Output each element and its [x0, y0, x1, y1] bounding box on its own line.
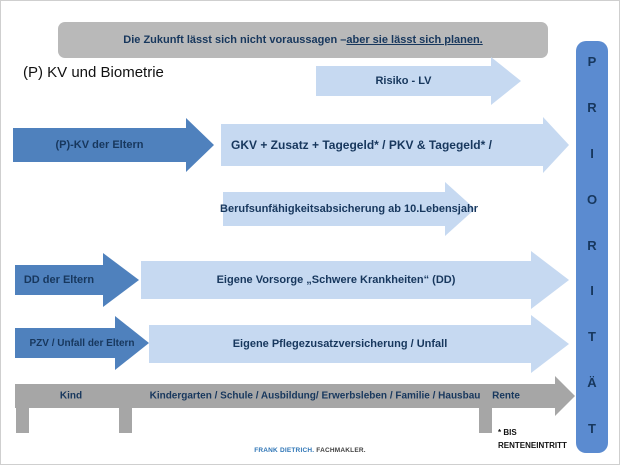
arrow-label: (P)-KV der Eltern [55, 139, 144, 151]
timeline-label-kind: Kind [59, 390, 83, 402]
arrow-risiko-lv: Risiko - LV [316, 57, 521, 105]
arrow-label: GKV + Zusatz + Tagegeld* / PKV & Tagegel… [231, 138, 492, 152]
arrow-dd-der-eltern: DD der Eltern [15, 253, 139, 307]
timeline-leg [119, 405, 132, 433]
priority-letter: I [590, 145, 594, 161]
priority-letter: R [587, 99, 597, 115]
arrow-pflegezusatz: Eigene Pflegezusatzversicherung / Unfall [149, 315, 569, 373]
arrow-right-icon [103, 253, 139, 307]
quote-text: Die Zukunft lässt sich nicht voraussagen… [123, 34, 347, 46]
timeline-leg [16, 405, 29, 433]
arrow-label: DD der Eltern [23, 274, 95, 286]
arrow-label: Eigene Vorsorge „Schwere Krankheiten“ (D… [216, 274, 456, 286]
arrow-right-icon [531, 251, 569, 309]
arrow-body [149, 325, 531, 363]
arrow-body [15, 265, 103, 295]
arrow-body [141, 261, 531, 299]
arrow-body [316, 66, 491, 96]
priority-letter: T [588, 329, 596, 345]
arrow-label: PZV / Unfall der Eltern [29, 337, 135, 349]
timeline-bar [15, 384, 555, 408]
arrow-body [223, 192, 445, 226]
priority-letter: O [586, 191, 598, 207]
arrow-label: Eigene Pflegezusatzversicherung / Unfall [232, 338, 448, 350]
footer-brand: FRANK DIETRICH. FACHMAKLER. [1, 447, 619, 454]
quote-banner: Die Zukunft lässt sich nicht voraussagen… [58, 22, 548, 58]
arrow-body [15, 328, 115, 358]
timeline-label-rente: Rente [492, 390, 520, 402]
timeline-label-middle: Kindergarten / Schule / Ausbildung/ Erwe… [149, 390, 481, 402]
arrow-gkv-pkv: GKV + Zusatz + Tagegeld* / PKV & Tagegel… [221, 117, 569, 173]
priority-letter: R [587, 237, 597, 253]
arrow-berufsunfaehigkeit: Berufsunfähigkeitsabsicherung ab 10.Lebe… [220, 182, 478, 236]
arrow-right-icon [115, 316, 149, 370]
arrow-right-icon [555, 376, 575, 416]
arrow-label: Berufsunfähigkeitsabsicherung ab 10.Lebe… [220, 203, 478, 215]
priority-letter: T [588, 421, 596, 436]
arrow-right-icon [531, 315, 569, 373]
priority-letter: Ä [587, 375, 597, 391]
footnote: * BIS RENTENEINTRITT [498, 428, 567, 450]
footer-brand-suffix: FACHMAKLER. [314, 447, 366, 454]
priority-letter: P [587, 54, 597, 69]
arrow-right-icon [445, 182, 475, 236]
footer-brand-name: FRANK DIETRICH. [254, 447, 315, 454]
arrow-right-icon [543, 117, 569, 173]
arrow-right-icon [186, 118, 214, 172]
arrow-body [221, 124, 543, 166]
arrow-body [13, 128, 186, 162]
arrow-pzv-unfall-der-eltern: PZV / Unfall der Eltern [15, 316, 149, 370]
timeline-leg [479, 405, 492, 433]
quote-text-underlined: aber sie lässt sich planen. [346, 34, 483, 46]
arrow-pkv-der-eltern: (P)-KV der Eltern [13, 118, 214, 172]
arrow-right-icon [491, 57, 521, 105]
arrow-eigene-vorsorge: Eigene Vorsorge „Schwere Krankheiten“ (D… [141, 251, 569, 309]
priority-bar: P R I O R I T Ä T [576, 41, 608, 453]
priority-letter: I [590, 283, 594, 299]
arrow-label: Risiko - LV [375, 75, 432, 87]
page-title: (P) KV und Biometrie [23, 64, 164, 81]
timeline-arrow: Kind Kindergarten / Schule / Ausbildung/… [15, 376, 575, 416]
